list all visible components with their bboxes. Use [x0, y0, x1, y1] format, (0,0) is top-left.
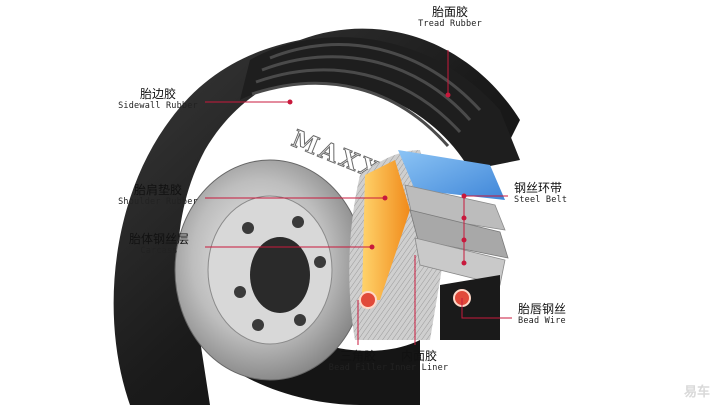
- label-bead-wire: 胎唇钢丝 Bead Wire: [518, 302, 608, 327]
- watermark: 易车: [683, 385, 710, 400]
- label-steel-belt: 钢丝环带 Steel Belt: [514, 181, 604, 206]
- leader-dots: [287, 92, 467, 266]
- label-carcass: 胎体钢丝层 Carcass: [114, 232, 204, 257]
- label-carcass-zh: 胎体钢丝层: [128, 232, 189, 246]
- label-bead-wire-en: Bead Wire: [518, 315, 566, 326]
- label-inner-liner: 内面胶 Inner Liner: [377, 349, 461, 374]
- label-carcass-en: Carcass: [140, 245, 178, 256]
- label-steel-belt-zh: 钢丝环带: [514, 181, 563, 195]
- label-sidewall-rubber-zh: 胎边胶: [139, 87, 176, 101]
- label-bead-filler-zh: 三角胶: [339, 349, 376, 363]
- label-sidewall-rubber-en: Sidewall Rubber: [118, 100, 198, 111]
- label-shoulder-rubber: 胎肩垫胶 Shoulder Rubber: [108, 183, 208, 208]
- wheel-rim: [174, 159, 366, 381]
- label-sidewall-rubber: 胎边胶 Sidewall Rubber: [108, 87, 208, 112]
- label-tread-rubber: 胎面胶 Tread Rubber: [408, 5, 492, 30]
- label-steel-belt-en: Steel Belt: [514, 194, 568, 205]
- label-inner-liner-en: Inner Liner: [389, 362, 449, 373]
- label-shoulder-rubber-zh: 胎肩垫胶: [133, 183, 182, 197]
- label-tread-rubber-zh: 胎面胶: [431, 5, 468, 19]
- label-inner-liner-zh: 内面胶: [400, 349, 437, 363]
- label-shoulder-rubber-en: Shoulder Rubber: [118, 196, 198, 207]
- label-bead-filler: 三角胶 Bead Filler: [318, 349, 398, 374]
- label-tread-rubber-en: Tread Rubber: [418, 18, 482, 29]
- label-bead-filler-en: Bead Filler: [328, 362, 388, 373]
- label-bead-wire-zh: 胎唇钢丝: [518, 302, 567, 316]
